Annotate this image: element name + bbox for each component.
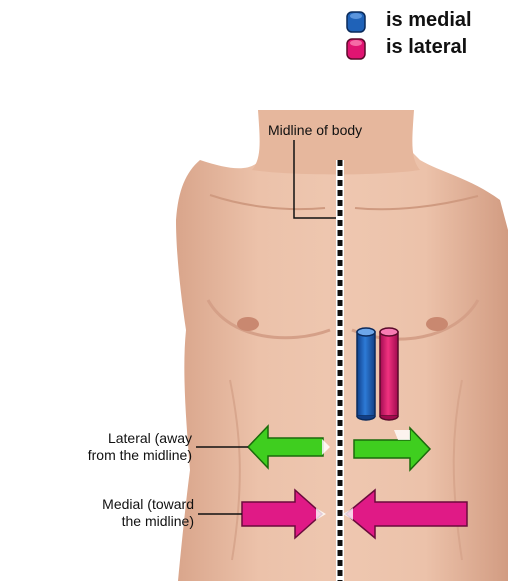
lateral-label-line2: from the midline): [44, 447, 192, 463]
midline-label: Midline of body: [268, 122, 362, 138]
lateral-cylinder: [380, 328, 398, 420]
medial-label-line1: Medial (toward: [52, 496, 194, 512]
lateral-label-line1: Lateral (away: [68, 430, 192, 446]
medial-cylinder: [357, 328, 375, 420]
medial-label-line2: the midline): [64, 513, 194, 529]
nipple-right: [426, 317, 448, 331]
nipple-left: [237, 317, 259, 331]
